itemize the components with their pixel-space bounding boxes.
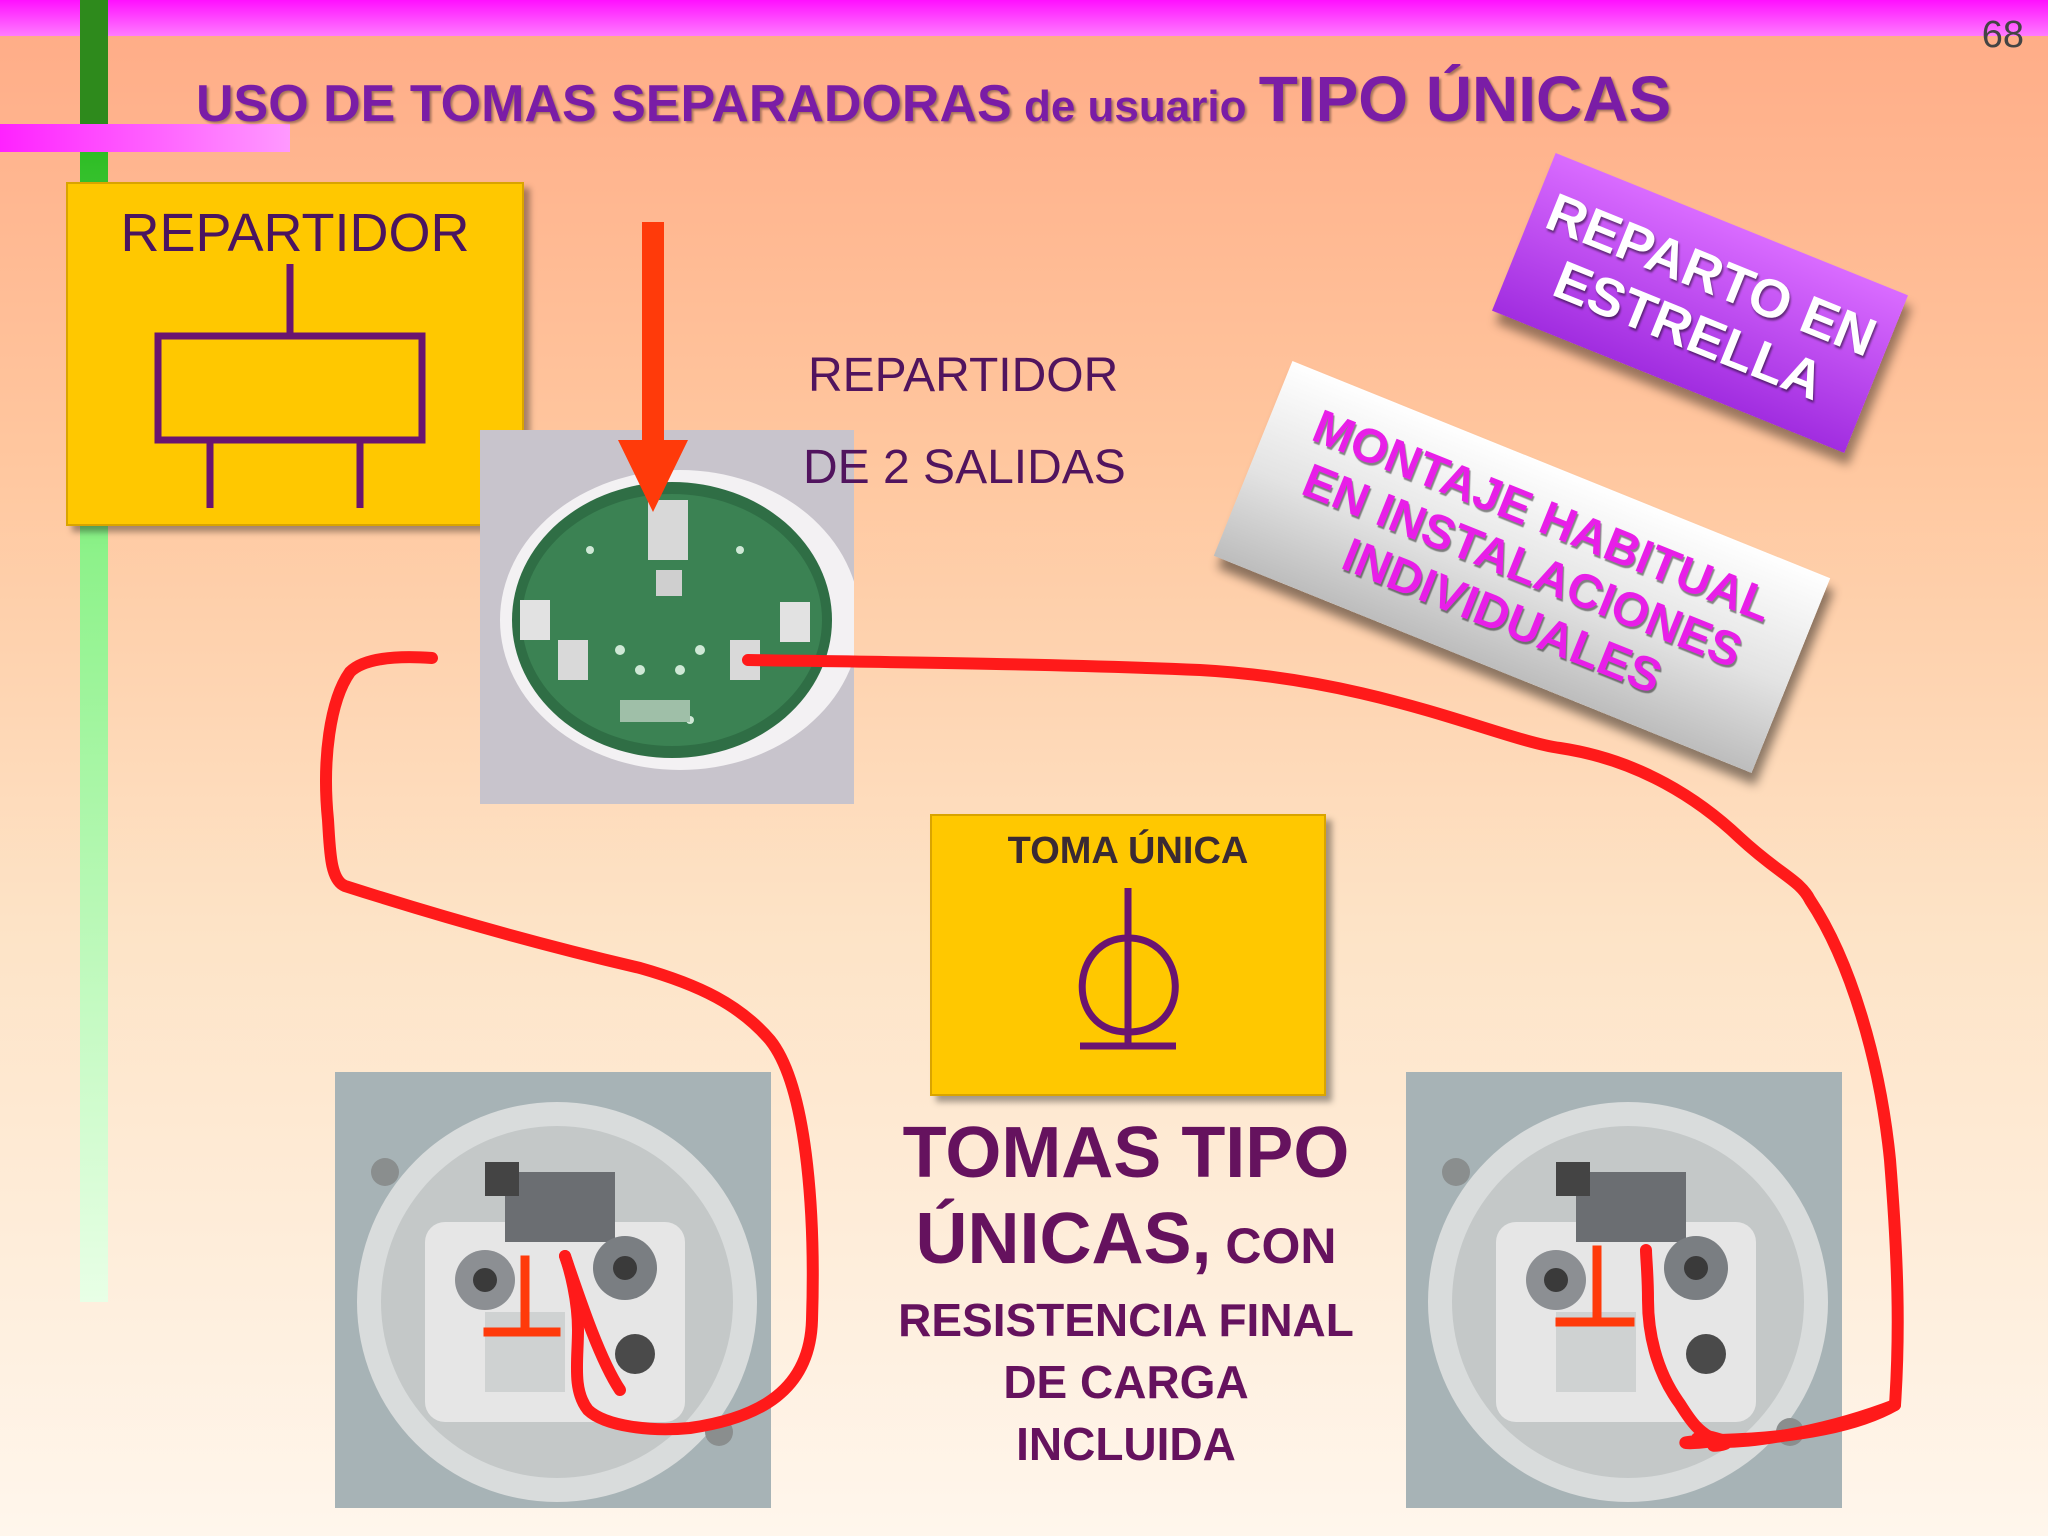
splitter-caption-line-2: DE 2 SALIDAS — [803, 441, 1126, 494]
main-line-3: RESISTENCIA FINAL — [898, 1294, 1354, 1346]
title-part-3: TIPO ÚNICAS — [1258, 63, 1672, 135]
main-line-1: TOMAS TIPO — [902, 1113, 1350, 1193]
cable-left — [320, 651, 819, 1436]
outlet-photo-right — [1406, 1072, 1842, 1508]
page-number: 68 — [1981, 14, 2024, 56]
main-description: TOMAS TIPO ÚNICAS, CON RESISTENCIA FINAL… — [856, 1110, 1396, 1475]
outlet-symbol-box: TOMA ÚNICA — [930, 814, 1326, 1096]
main-line-2: ÚNICAS, CON — [856, 1196, 1396, 1289]
splitter-symbol-box: REPARTIDOR — [66, 182, 524, 526]
slide-title: USO DE TOMAS SEPARADORAS de usuario TIPO… — [196, 62, 1671, 136]
cable-right — [742, 654, 1904, 1450]
splitter-symbol-icon — [154, 264, 426, 508]
main-line-4: DE CARGA — [1003, 1356, 1249, 1408]
splitter-photo — [480, 430, 860, 804]
termination-symbol-left-icon — [483, 1255, 561, 1337]
main-line-2-small: CON — [1211, 1218, 1337, 1274]
left-magenta-bar — [0, 124, 290, 152]
top-decor-bar — [0, 0, 2048, 36]
left-green-bar-top — [80, 0, 108, 124]
main-line-5: INCLUIDA — [1016, 1418, 1236, 1470]
splitter-board-icon — [500, 470, 860, 770]
cable-right-tail — [1640, 1244, 1901, 1449]
cable-left-tail — [559, 1250, 626, 1396]
title-part-2: de usuario — [1011, 82, 1259, 131]
splitter-caption-line-1: REPARTIDOR — [808, 349, 1119, 402]
termination-symbol-right-icon — [1555, 1245, 1635, 1327]
outlet-symbol-icon — [1078, 888, 1179, 1050]
main-line-2-big: ÚNICAS, — [915, 1199, 1212, 1279]
signal-down-arrow-icon — [618, 222, 688, 512]
outlet-mechanism-icon — [1428, 1102, 1828, 1502]
outlet-mechanism-icon — [357, 1102, 757, 1502]
splitter-box-label: REPARTIDOR — [120, 203, 470, 263]
outlet-photo-left — [335, 1072, 771, 1508]
title-part-1: USO DE TOMAS SEPARADORAS — [196, 75, 1012, 133]
outlet-box-label: TOMA ÚNICA — [1007, 830, 1249, 872]
